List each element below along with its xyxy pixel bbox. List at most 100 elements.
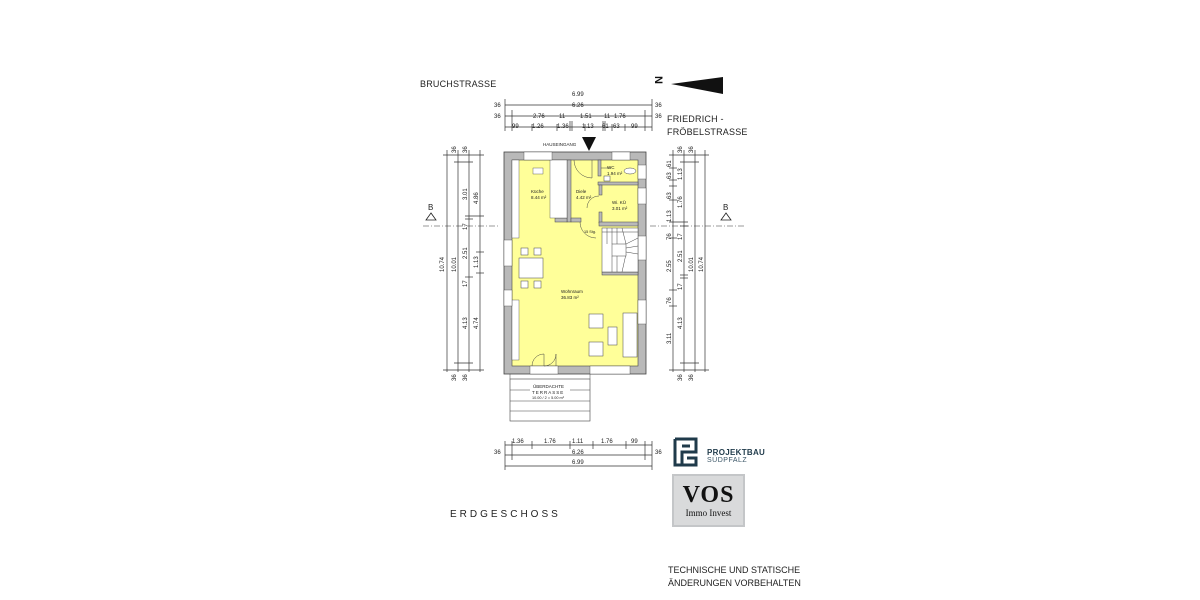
north-arrow: N [652,74,727,96]
dim-99b: 99 [631,124,638,130]
left-dimensions [443,150,484,372]
street-label-friedrich: FRIEDRICH - [667,114,724,124]
dim-top-626: 6.26 [572,103,584,109]
street-label-froebelstrasse: FRÖBELSTRASSE [667,127,748,137]
dim-126: 1.26 [532,124,544,130]
dim-right-76b: 76 [667,297,673,304]
living-furniture [588,312,638,358]
dim-99a: 99 [512,124,519,130]
dim-right-cap-bot-b: 36 [689,374,695,381]
dim-bot-36-right: 36 [655,450,662,456]
section-right-label: B [723,203,728,212]
dim-left-113: 1.13 [474,256,480,268]
left-dimension-labels: 10.74 10.01 3.01 17 2.51 17 4.13 4.86 1.… [440,146,480,381]
projektbau-logo-icon [673,437,698,467]
dim-left-474: 4.74 [474,317,480,329]
entrance-arrow-icon [582,137,596,151]
section-left-label: B [428,203,433,212]
dim-right-63b: 63 [667,192,673,199]
dim-left-1074: 10.74 [440,256,446,272]
dim-left-cap-bot-b: 36 [463,374,469,381]
dim-right-251: 2.51 [678,250,684,262]
section-marker-right: B [650,203,745,227]
disclaimer-line-1: TECHNISCHE UND STATISCHE [668,565,801,575]
terrace: ÜBERDACHTE TERRASSE 10.00 / 2 = 5.00 m² [509,374,591,422]
dim-right-cap-bot-a: 36 [678,374,684,381]
room-kitchen-name: Küche [531,189,544,194]
room-kitchen-area: 8.44 m² [531,195,547,200]
dim-right-311: 3.11 [667,332,673,344]
dim-left-cap-bot-a: 36 [452,374,458,381]
terrace-area: 10.00 / 2 = 5.00 m² [532,396,565,400]
staircase [601,227,639,273]
vos-logo-sub: Immo Invest [685,508,732,518]
top-dimensions [504,99,653,131]
bottom-dimensions [504,441,653,470]
dim-right-255: 2.55 [667,260,673,272]
dim-left-413: 4.13 [463,317,469,329]
right-dimensions [669,150,709,372]
stairs-label: 15 Stg. [584,230,596,234]
dim-right-1074: 10.74 [699,256,705,272]
projektbau-sub: SÜDPFALZ [707,457,748,464]
dim-right-63a: 63 [667,172,673,179]
dim-right-176: 1.76 [678,196,684,208]
street-label-bruchstrasse: BRUCHSTRASSE [420,79,497,89]
dim-left-251: 2.51 [463,247,469,259]
dim-bot-136: 1.36 [512,439,524,445]
dim-bot-626: 6.26 [572,450,584,456]
north-arrow-icon: N [652,76,723,94]
room-labels: Küche 8.44 m² Diele 4.42 m² WC 1.94 m² W… [531,165,628,300]
projektbau-logo: PROJEKTBAU SÜDPFALZ [673,437,766,469]
section-marker-left: B [423,203,500,227]
room-wohnraum-area: 36.83 m² [561,295,579,300]
dim-left-17b: 17 [463,280,469,287]
terrace-label-2: TERRASSE [532,390,564,395]
dim-right-17a: 17 [678,233,684,240]
dim-11a: 11 [559,114,566,120]
dim-bot-176a: 1.76 [544,439,556,445]
dim-left-301: 3.01 [463,188,469,200]
dim-right-61: 61 [667,160,673,167]
door-swings [531,159,611,367]
room-diele-area: 4.42 m² [576,195,592,200]
dim-61: 61 [602,124,609,130]
section-triangle-icon [425,212,437,221]
dim-136: 1.36 [557,124,569,130]
top-dimension-labels: 6.99 6.26 36 36 36 36 2.76 11 1.51 11 1.… [494,92,662,130]
dim-top-36-left: 36 [494,103,501,109]
dim-276: 2.76 [533,114,545,120]
dim-113: 1.13 [582,124,594,130]
room-wiku-area: 3.01 m² [612,206,628,211]
room-wiku-name: Wi. KÜ [612,199,626,205]
wc-sink-icon [603,175,611,182]
dim-left-cap-top-b: 36 [463,146,469,153]
room-wohnraum-name: Wohnraum [561,289,583,294]
vos-logo: VOS Immo Invest [672,474,745,527]
room-wc-area: 1.94 m² [607,171,623,176]
toilet-icon [623,167,637,175]
dim-right-76a: 76 [667,233,673,240]
dim-right-17b: 17 [678,283,684,290]
room-diele-name: Diele [576,189,587,194]
dim-11b: 11 [604,114,611,120]
dim-top2-36-left: 36 [494,114,501,120]
dim-bot-36-left: 36 [494,450,501,456]
dim-right-413: 4.13 [678,317,684,329]
room-wc-name: WC [607,165,615,170]
terrace-label-1: ÜBERDACHTE [533,383,564,389]
dim-63: 63 [613,124,620,130]
vos-logo-main: VOS [682,482,735,508]
dim-bot-699: 6.99 [572,460,584,466]
projektbau-name: PROJEKTBAU [707,448,766,457]
dim-left-1001: 10.01 [452,256,458,272]
section-triangle-icon [720,212,732,221]
north-letter: N [655,76,664,84]
dim-right-cap-top-a: 36 [678,146,684,153]
entrance-label: HAUSEINGANG [543,142,577,147]
dim-176: 1.76 [614,114,626,120]
dim-bot-111: 1.11 [572,439,584,445]
right-dimension-labels: 61 63 1.13 63 1.76 1.13 76 2.55 76 3.11 … [667,146,705,381]
dim-right-113a: 1.13 [678,168,684,180]
